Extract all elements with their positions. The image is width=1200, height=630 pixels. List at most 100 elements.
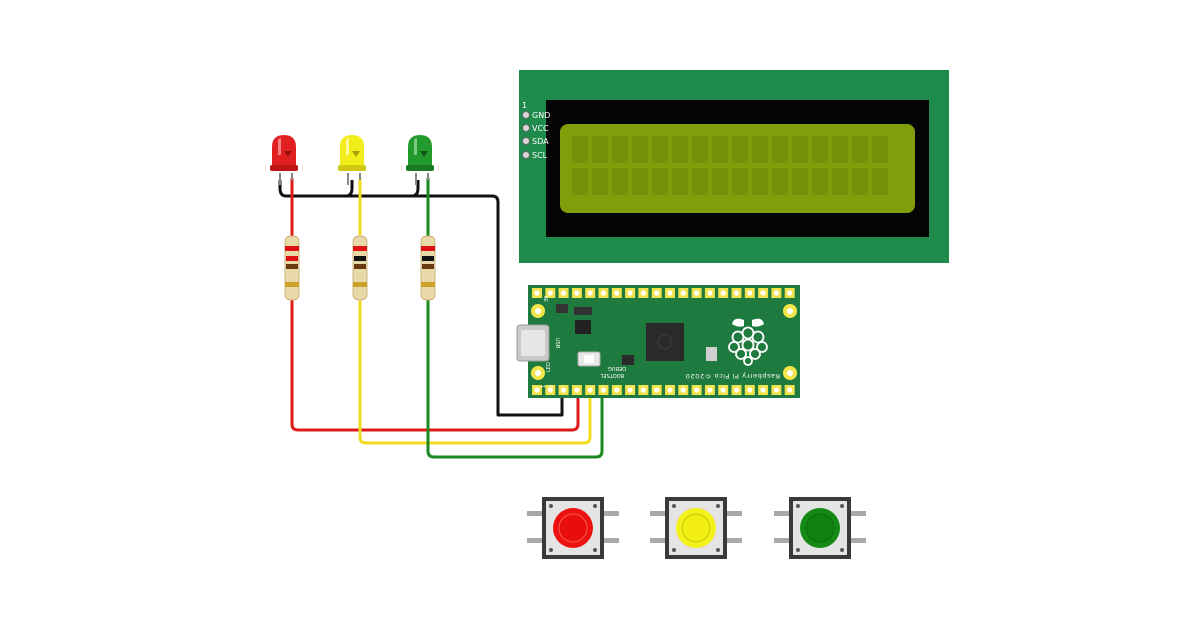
lcd-character-cell (732, 168, 748, 195)
pico-pin-hole (720, 290, 726, 296)
led-highlight (346, 138, 349, 155)
button-cap-top (681, 513, 711, 543)
lcd-pin-label-sda: SDA (532, 137, 549, 146)
button-leg (603, 538, 619, 543)
led-green[interactable] (406, 135, 434, 185)
lcd-character-cell (792, 136, 808, 163)
red-led-wire (290, 178, 580, 432)
button-corner-dot (716, 504, 720, 508)
lcd-character-cell (772, 136, 788, 163)
lcd-character-cell (572, 168, 588, 195)
pico-pin-hole (627, 290, 633, 296)
button-corner-dot (840, 548, 844, 552)
lcd-character-cell (652, 168, 668, 195)
pico-pin-hole (667, 387, 673, 393)
led-red[interactable] (270, 135, 298, 185)
led-yellow[interactable] (338, 135, 366, 185)
wires (278, 178, 604, 459)
push-button-yellow[interactable] (650, 497, 742, 559)
lcd-character-cell (752, 136, 768, 163)
lcd-pin-gnd[interactable] (522, 111, 530, 119)
pico-component (706, 347, 717, 361)
button-corner-dot (593, 504, 597, 508)
lcd-character-cell (832, 168, 848, 195)
button-leg (650, 511, 666, 516)
button-corner-dot (672, 504, 676, 508)
button-corner-dot (672, 548, 676, 552)
led-rim (270, 165, 298, 171)
button-leg (527, 538, 543, 543)
pico-pin-hole (587, 387, 593, 393)
pico-pin-hole (680, 387, 686, 393)
pico-debug-label: DEBUG (608, 365, 626, 371)
resistor-band (285, 282, 299, 287)
resistor-band (286, 264, 298, 269)
lcd-pin-scl[interactable] (522, 151, 530, 159)
button-leg (603, 511, 619, 516)
push-button-red[interactable] (527, 497, 619, 559)
lcd-pin-vcc[interactable] (522, 124, 530, 132)
pico-pin-marker-2: 2 (549, 385, 555, 388)
pico-component (574, 307, 592, 315)
pico-pin-marker-39: 39 (544, 296, 550, 302)
resistor-yellow-led (352, 235, 368, 301)
lcd-pin-label-gnd: GND (532, 111, 550, 120)
resistor-band (354, 264, 366, 269)
button-corner-dot (549, 548, 553, 552)
lcd-character-cell (852, 168, 868, 195)
resistor-band (285, 246, 299, 251)
pico-pin-hole (547, 290, 553, 296)
pico-mounting-hole-center (535, 308, 541, 314)
pico-chip-logo (657, 334, 673, 350)
resistor-band (353, 246, 367, 251)
button-corner-dot (716, 548, 720, 552)
pico-pin-hole (733, 290, 740, 296)
pico-component (575, 320, 591, 334)
pico-pin-hole (760, 290, 766, 296)
lcd-character-cell (672, 168, 688, 195)
led-die (352, 151, 360, 157)
lcd-character-cell (812, 136, 828, 163)
lcd-character-cell (692, 136, 708, 163)
pico-pin-hole (680, 290, 686, 296)
pico-pin-hole (707, 290, 713, 296)
led-highlight (278, 138, 281, 155)
led-die (420, 151, 428, 157)
resistor-band (421, 282, 435, 287)
resistor-band (421, 246, 435, 251)
pico-pin-row-bottom (532, 385, 795, 395)
resistor-green-led (420, 235, 436, 301)
lcd-pin-sda[interactable] (522, 137, 530, 145)
pico-pin-hole (760, 387, 766, 393)
pico-mounting-hole-center (535, 370, 541, 376)
lcd-character-cell (852, 136, 868, 163)
button-corner-dot (796, 504, 800, 508)
led-highlight (414, 138, 417, 155)
push-button-green[interactable] (774, 497, 866, 559)
lcd-character-cell (652, 136, 668, 163)
green-led-wire (426, 178, 604, 459)
led-rim (338, 165, 366, 171)
lcd-character-grid (572, 136, 888, 195)
resistor-band (422, 264, 434, 269)
pico-pin-hole (640, 387, 647, 393)
lcd-character-cell (772, 168, 788, 195)
lcd-character-cell (592, 136, 608, 163)
lcd-pin-header (522, 111, 530, 159)
pico-pin-hole (614, 387, 620, 393)
pico-pin-hole (600, 290, 607, 296)
pico-mounting-hole-center (787, 370, 793, 376)
pico-led-label: LED (546, 362, 552, 372)
pico-component (622, 355, 634, 365)
pico-pin-hole (534, 387, 540, 393)
pico-pin-hole (747, 290, 753, 296)
pico-bootsel-cap (584, 355, 594, 363)
pico-pin-hole (733, 387, 740, 393)
button-cap-top (558, 513, 588, 543)
lcd-pin1-marker: 1 (522, 101, 527, 110)
pico-pin-hole (694, 290, 700, 296)
lcd-character-cell (572, 136, 588, 163)
pico-pin-hole (773, 290, 780, 296)
lcd-character-cell (792, 168, 808, 195)
